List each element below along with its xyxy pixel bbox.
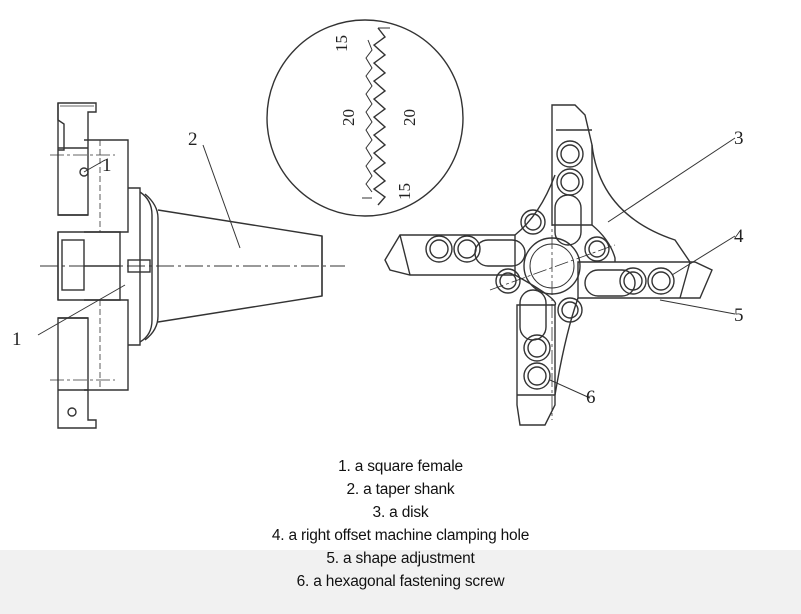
front-view xyxy=(384,104,713,426)
legend-item: 6. a hexagonal fastening screw xyxy=(296,573,505,590)
detail-number-right: 20 xyxy=(400,109,419,126)
detail-number-top-right: 15 xyxy=(332,35,351,52)
detail-number-bottom-left: 15 xyxy=(395,183,414,200)
legend-item: 3. a disk xyxy=(372,504,429,521)
tool-drawing: 1 2 1 3 4 5 6 15 20 20 15 xyxy=(12,19,744,429)
callout-5: 5 xyxy=(734,305,744,326)
fastening-screws xyxy=(425,140,675,390)
callout-4: 4 xyxy=(734,226,744,247)
callout-3: 3 xyxy=(734,128,744,149)
legend-item: 2. a taper shank xyxy=(346,481,455,498)
legend-item: 1. a square female xyxy=(338,458,463,475)
caption-shade xyxy=(0,550,801,614)
callout-6: 6 xyxy=(586,387,596,408)
serration-detail xyxy=(266,19,464,217)
parts-legend: 1. a square female 2. a taper shank 3. a… xyxy=(0,455,801,593)
callout-1-bottom: 1 xyxy=(12,329,22,350)
legend-item: 5. a shape adjustment xyxy=(326,550,475,567)
callout-1-top: 1 xyxy=(102,155,112,176)
detail-number-left: 20 xyxy=(339,109,358,126)
callout-2: 2 xyxy=(188,129,198,150)
legend-item: 4. a right offset machine clamping hole xyxy=(271,527,530,544)
side-view xyxy=(37,102,345,429)
